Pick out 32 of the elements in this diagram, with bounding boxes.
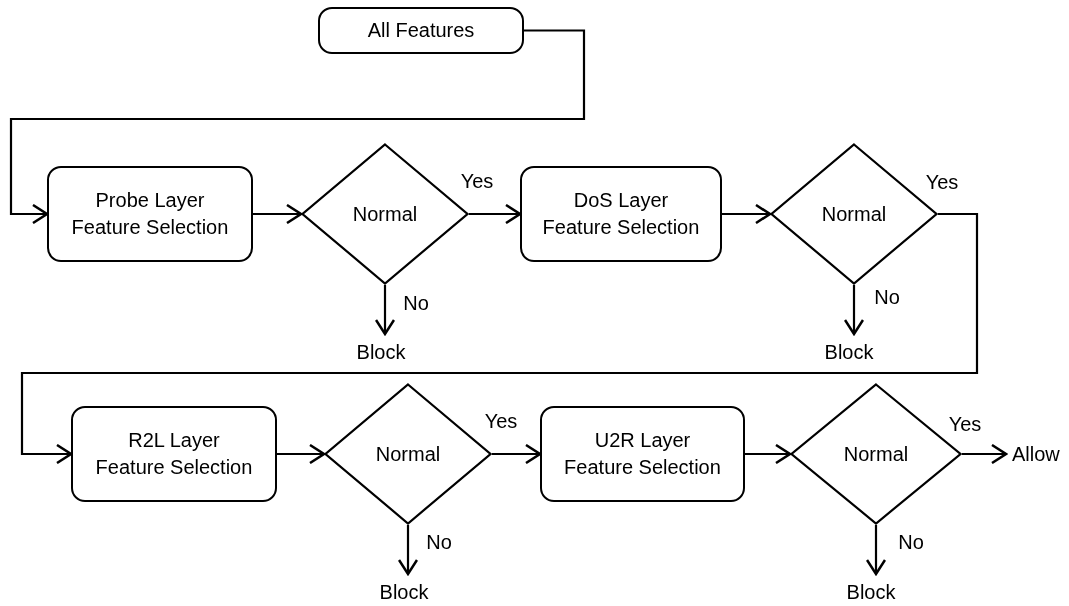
outcome-label: Block xyxy=(379,580,429,604)
outcome-label: Allow xyxy=(1012,442,1060,466)
arrow xyxy=(962,443,1008,465)
outcome-label: Block xyxy=(846,580,896,604)
process-box xyxy=(540,406,745,502)
arrow xyxy=(843,285,865,336)
process-label: All Features xyxy=(367,18,475,43)
process-label: R2L Layer Feature Selection xyxy=(94,428,254,480)
arrow xyxy=(374,285,396,336)
arrow xyxy=(9,29,586,225)
decision-label: Normal xyxy=(352,202,418,226)
arrow xyxy=(469,203,522,225)
arrow xyxy=(492,443,542,465)
arrow xyxy=(277,443,326,465)
outcome-label: Block xyxy=(824,340,874,364)
arrow xyxy=(745,443,792,465)
process-box xyxy=(318,7,524,54)
decision-label: Normal xyxy=(375,442,441,466)
process-box xyxy=(520,166,722,262)
decision-label: Normal xyxy=(843,442,909,466)
decision-label: Normal xyxy=(821,202,887,226)
process-box xyxy=(47,166,253,262)
process-label: U2R Layer Feature Selection xyxy=(563,428,722,480)
arrow xyxy=(397,525,419,576)
process-box xyxy=(71,406,277,502)
process-label: Probe Layer Feature Selection xyxy=(70,188,230,240)
process-label: DoS Layer Feature Selection xyxy=(541,188,701,240)
outcome-label: Block xyxy=(356,340,406,364)
arrow xyxy=(20,212,979,465)
arrow xyxy=(253,203,303,225)
arrow xyxy=(722,203,772,225)
arrow xyxy=(865,525,887,576)
